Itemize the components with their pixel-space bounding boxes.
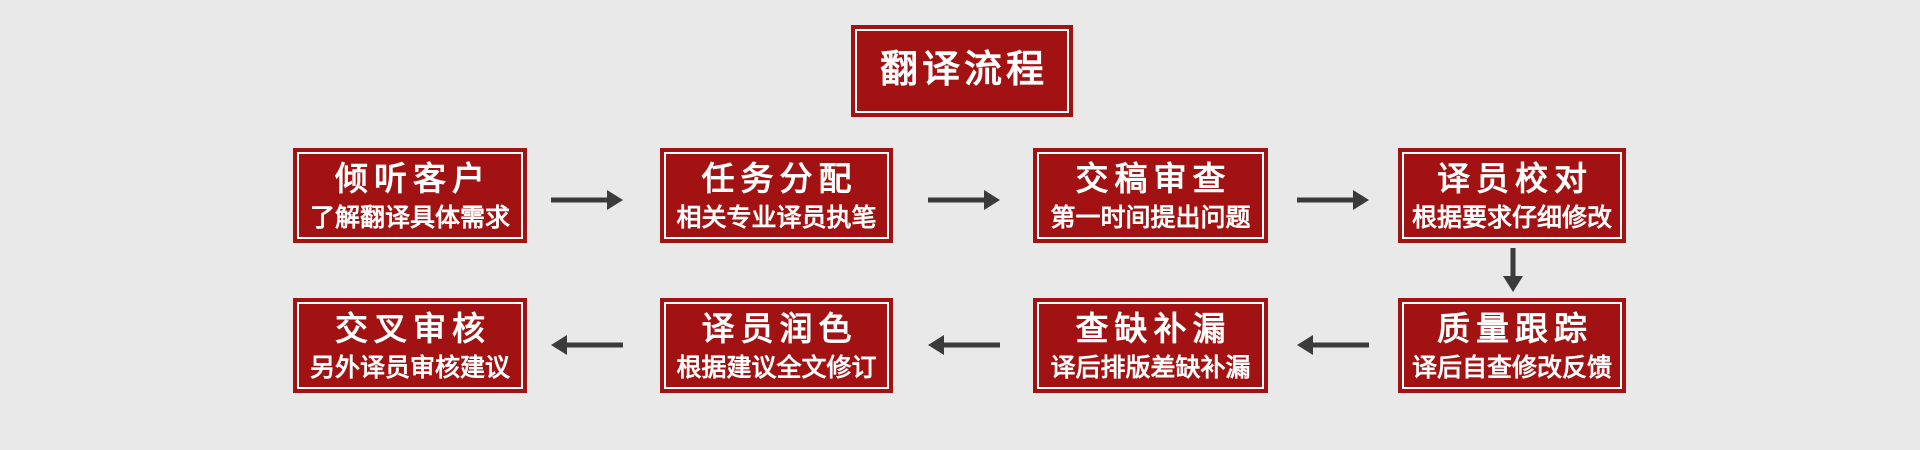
step-box-inner: 质量跟踪 译后自查修改反馈 [1402, 302, 1622, 389]
step-subtitle: 译后排版差缺补漏 [1050, 353, 1251, 382]
step-title: 任务分配 [701, 160, 858, 198]
step-box-inner: 交叉审核 另外译员审核建议 [297, 302, 523, 389]
step-subtitle: 第一时间提出问题 [1050, 203, 1251, 232]
step-subtitle: 相关专业译员执笔 [676, 203, 877, 232]
arrow-left-icon [551, 335, 623, 355]
step-title: 译员润色 [701, 310, 858, 348]
arrow-down-icon [1503, 248, 1523, 292]
arrow-right-icon [1297, 190, 1369, 210]
step-box-inner: 任务分配 相关专业译员执笔 [664, 152, 889, 239]
page-title: 翻译流程 [879, 49, 1048, 92]
step-box-submission-review: 交稿审查 第一时间提出问题 [1033, 148, 1268, 243]
arrow-left-icon [1297, 335, 1369, 355]
step-title: 交稿审查 [1075, 160, 1232, 198]
arrow-right-icon [928, 190, 1000, 210]
step-subtitle: 另外译员审核建议 [309, 353, 510, 382]
step-box-task-assignment: 任务分配 相关专业译员执笔 [660, 148, 893, 243]
step-subtitle: 了解翻译具体需求 [309, 203, 510, 232]
step-subtitle: 根据要求仔细修改 [1411, 203, 1612, 232]
step-box-listen-client: 倾听客户 了解翻译具体需求 [293, 148, 527, 243]
step-box-inner: 译员润色 根据建议全文修订 [664, 302, 889, 389]
step-box-inner: 查缺补漏 译后排版差缺补漏 [1037, 302, 1264, 389]
step-box-inner: 译员校对 根据要求仔细修改 [1402, 152, 1622, 239]
step-title: 交叉审核 [335, 310, 491, 348]
step-subtitle: 根据建议全文修订 [676, 353, 877, 382]
step-box-cross-review: 交叉审核 另外译员审核建议 [293, 298, 527, 393]
step-subtitle: 译后自查修改反馈 [1411, 353, 1612, 382]
step-title: 质量跟踪 [1437, 310, 1593, 348]
step-box-quality-tracking: 质量跟踪 译后自查修改反馈 [1398, 298, 1626, 393]
flowchart-title-box: 翻译流程 [851, 25, 1073, 117]
step-title: 倾听客户 [335, 160, 491, 198]
step-box-translator-polishing: 译员润色 根据建议全文修订 [660, 298, 893, 393]
step-box-translator-proofreading: 译员校对 根据要求仔细修改 [1398, 148, 1626, 243]
arrow-right-icon [551, 190, 623, 210]
step-box-inner: 交稿审查 第一时间提出问题 [1037, 152, 1264, 239]
flowchart-title-inner: 翻译流程 [855, 29, 1069, 113]
step-box-inner: 倾听客户 了解翻译具体需求 [297, 152, 523, 239]
step-title: 译员校对 [1437, 160, 1593, 198]
arrow-left-icon [928, 335, 1000, 355]
step-box-gap-check-fill: 查缺补漏 译后排版差缺补漏 [1033, 298, 1268, 393]
step-title: 查缺补漏 [1075, 310, 1232, 348]
